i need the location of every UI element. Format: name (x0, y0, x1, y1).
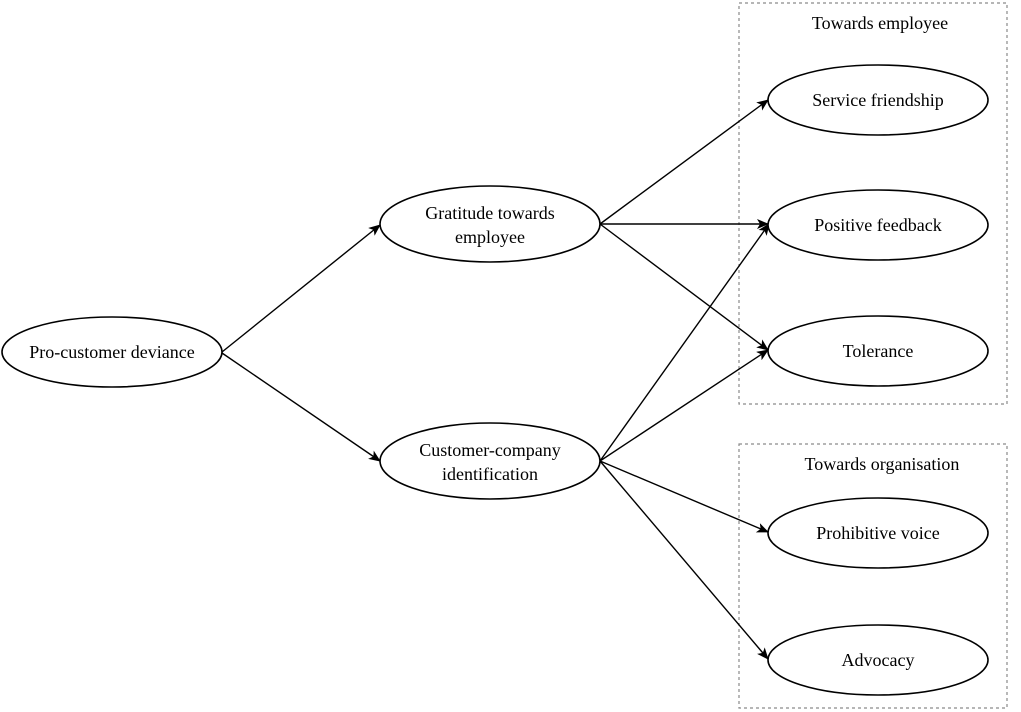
edge-identification-to-advocacy (599, 460, 769, 660)
node-service-friendship: Service friendship (767, 64, 989, 136)
group-title-organisation: Towards organisation (805, 454, 960, 474)
node-label-line-1: Customer-company (419, 440, 561, 460)
node-gratitude-towards-employee: Gratitude towards employee (379, 185, 601, 263)
node-label: Prohibitive voice (816, 523, 939, 543)
node-ellipse (767, 624, 989, 696)
node-ellipse (767, 189, 989, 261)
edges (221, 99, 770, 660)
node-label: Pro-customer deviance (29, 342, 194, 362)
edge-deviance-to-gratitude (221, 224, 381, 353)
node-pro-customer-deviance: Pro-customer deviance (1, 316, 223, 388)
node-label: Advocacy (842, 650, 915, 670)
node-label: Tolerance (843, 341, 914, 361)
node-prohibitive-voice: Prohibitive voice (767, 497, 989, 569)
edge-gratitude-to-tolerance (599, 223, 769, 351)
edge-identification-to-positive-feedback (599, 223, 770, 462)
node-ellipse (767, 315, 989, 387)
group-towards-employee: Towards employee (738, 2, 1008, 405)
node-label-line-2: identification (442, 464, 538, 484)
node-label-line-2: employee (455, 227, 525, 247)
node-customer-company-identification: Customer-company identification (379, 422, 601, 500)
node-ellipse (767, 64, 989, 136)
edge-gratitude-to-service-friendship (599, 99, 769, 225)
node-tolerance: Tolerance (767, 315, 989, 387)
node-ellipse (379, 185, 601, 263)
node-label-line-1: Gratitude towards (425, 203, 554, 223)
group-box-employee (738, 2, 1008, 405)
node-ellipse (379, 422, 601, 500)
node-label: Positive feedback (814, 215, 941, 235)
node-ellipse (1, 316, 223, 388)
node-ellipse (767, 497, 989, 569)
group-towards-organisation: Towards organisation (738, 443, 1008, 709)
edge-identification-to-tolerance (599, 349, 769, 462)
group-box-organisation (738, 443, 1008, 709)
edge-identification-to-prohibitive-voice (599, 460, 769, 533)
edge-deviance-to-identification (221, 352, 381, 462)
node-advocacy: Advocacy (767, 624, 989, 696)
group-title-employee: Towards employee (812, 13, 948, 33)
node-label: Service friendship (812, 90, 943, 110)
node-positive-feedback: Positive feedback (767, 189, 989, 261)
